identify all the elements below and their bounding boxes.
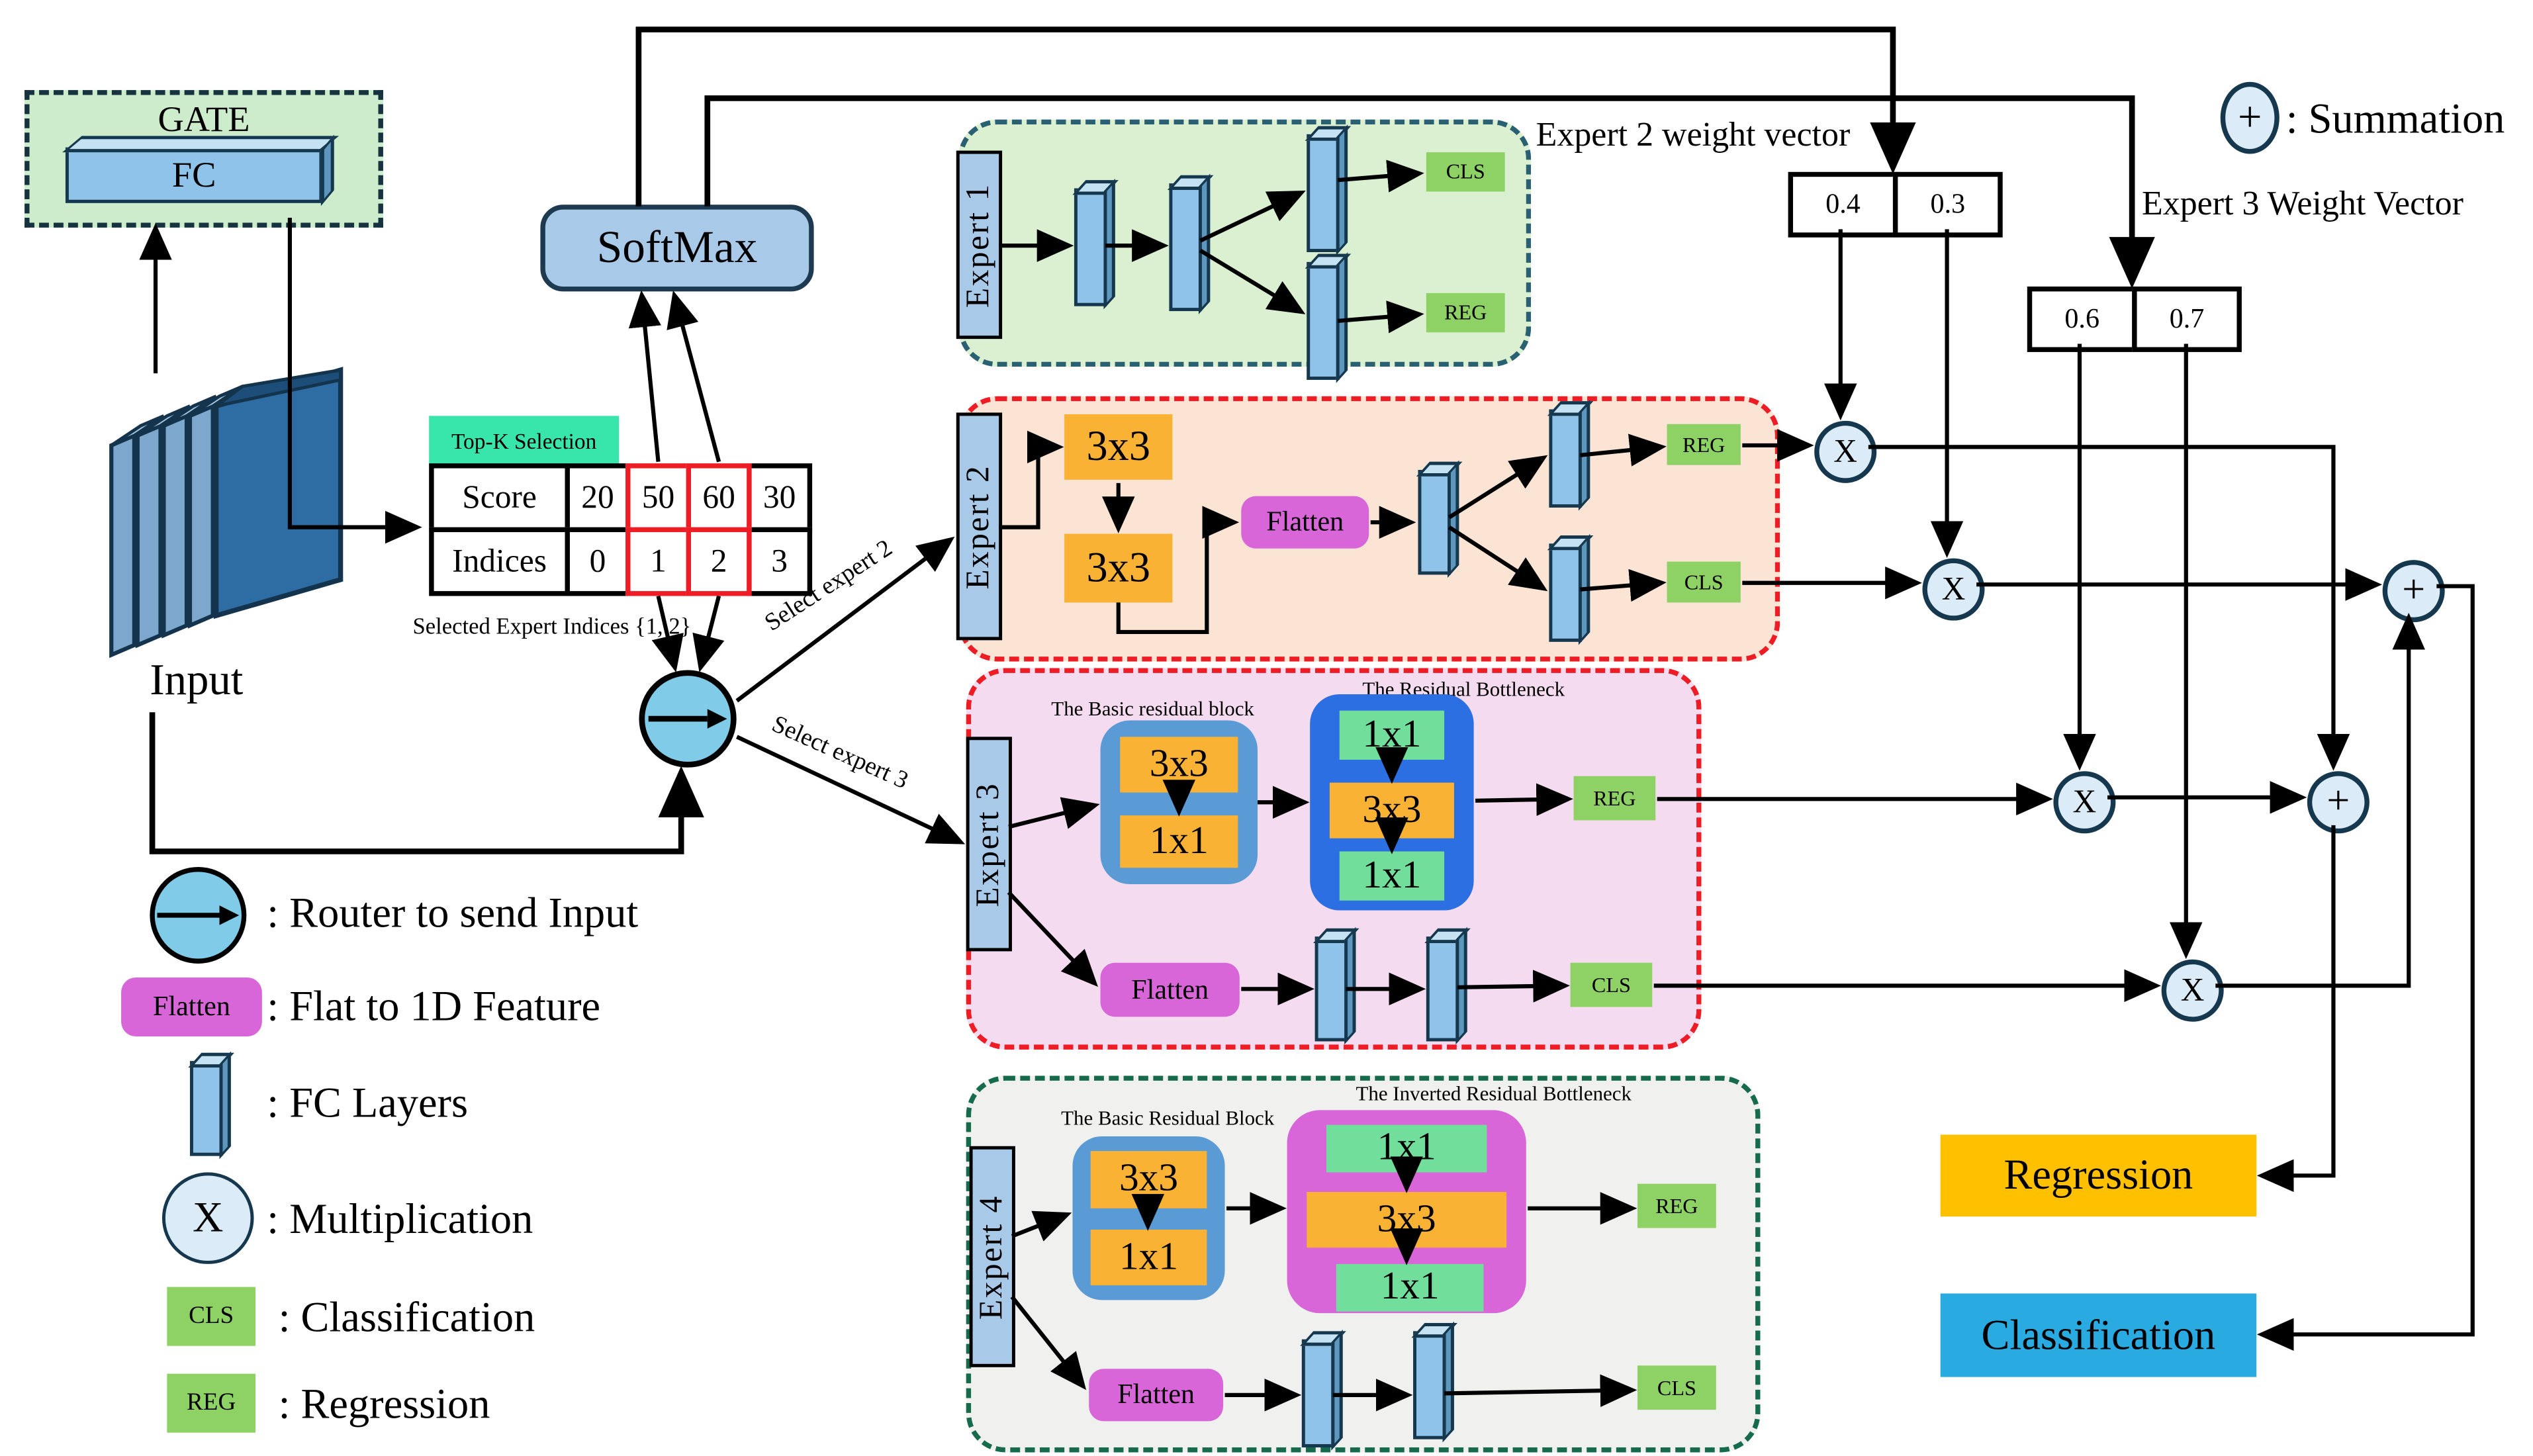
expert1-cls-box: CLS (1426, 152, 1505, 192)
multiplication-legend-text: : Multiplication (267, 1195, 533, 1243)
expert3-bottleneck-conv: 1x1 (1339, 851, 1445, 901)
expert4-name: Expert 4 (969, 1146, 1015, 1367)
expert4-bottleneck-conv: 1x1 (1336, 1263, 1484, 1312)
classification-output-box: Classification (1940, 1293, 2257, 1377)
sum-node-classification: + (2382, 560, 2445, 623)
topk-index-cell: 0 (565, 527, 631, 596)
flatten-legend-icon: Flatten (121, 977, 262, 1037)
expert1-fc-layer (1074, 188, 1107, 306)
expert2-name: Expert 2 (956, 412, 1003, 641)
expert3-basic-conv: 1x1 (1120, 815, 1238, 868)
topk-index-cell-selected: 1 (625, 527, 692, 596)
topk-score-cell-selected: 50 (625, 463, 692, 533)
expert4-fc-layer (1413, 1331, 1446, 1439)
softmax-label: SoftMax (596, 222, 758, 273)
expert4-reg-box: REG (1637, 1183, 1716, 1228)
expert3-bottleneck-conv: 3x3 (1329, 782, 1454, 839)
expert3-flatten-box: Flatten (1100, 962, 1240, 1017)
router-node (639, 670, 737, 768)
expert2-cls-box: CLS (1667, 561, 1741, 603)
selected-indices-note: Selected Expert Indices {1, 2} (412, 615, 692, 641)
expert4-bottleneck-conv: 1x1 (1326, 1124, 1487, 1173)
sum-node-regression: + (2307, 771, 2370, 834)
topk-index-cell: 3 (747, 527, 813, 596)
expert4-cls-box: CLS (1637, 1365, 1716, 1410)
expert3-fc-layer (1314, 936, 1348, 1042)
classification-legend-text: : Classification (278, 1293, 535, 1342)
expert1-name: Expert 1 (956, 150, 1003, 340)
topk-score-cell: 20 (565, 463, 631, 533)
topk-row-label: Indices (429, 527, 570, 596)
expert4-bottleneck-conv: 3x3 (1307, 1192, 1507, 1248)
expert4-fc-layer (1301, 1339, 1335, 1448)
gate-title: GATE (158, 98, 250, 140)
flatten-legend-text: : Flat to 1D Feature (267, 982, 601, 1030)
topk-header: Top-K Selection (429, 416, 620, 467)
fc-legend-text: : FC Layers (267, 1079, 468, 1127)
router-legend-text: : Router to send Input (267, 889, 639, 937)
expert2-fc-layer (1549, 409, 1582, 508)
expert4-bottleneck-title: The Inverted Residual Bottleneck (1356, 1082, 1632, 1105)
expert2-flatten-box: Flatten (1241, 496, 1369, 549)
topk-index-cell-selected: 2 (686, 527, 752, 596)
fc-legend-icon (189, 1061, 223, 1156)
softmax-box: SoftMax (540, 205, 814, 292)
expert2-weight-cell: 0.3 (1892, 171, 2003, 238)
expert3-fc-layer (1426, 936, 1459, 1042)
expert4-basic-conv: 1x1 (1090, 1229, 1207, 1286)
expert1-reg-box: REG (1426, 293, 1505, 333)
expert3-weight-cell: 0.6 (2027, 286, 2137, 352)
expert3-weight-cell: 0.7 (2132, 286, 2242, 352)
regression-output-box: Regression (1940, 1134, 2257, 1217)
expert3-basic-conv: 3x3 (1120, 737, 1238, 793)
expert3-reg-box: REG (1573, 776, 1656, 821)
multiply-node-expert3-reg: X (2053, 771, 2116, 834)
expert2-weight-vector-label: Expert 2 weight vector (1536, 114, 1851, 154)
regression-legend-text: : Regression (278, 1380, 490, 1428)
multiply-node-expert3-cls: X (2161, 959, 2224, 1022)
expert1-fc-layer (1169, 183, 1202, 312)
expert3-weight-vector-label: Expert 3 Weight Vector (2141, 183, 2464, 223)
expert1-fc-layer (1307, 261, 1340, 380)
summation-legend-text: : Summation (2285, 95, 2505, 143)
topk-score-cell: 30 (747, 463, 813, 533)
topk-score-cell-selected: 60 (686, 463, 752, 533)
expert3-name: Expert 3 (966, 737, 1012, 952)
multiply-node-expert2-reg: X (1814, 420, 1877, 483)
router-legend-icon (150, 866, 247, 964)
multiplication-legend-icon: X (161, 1172, 254, 1264)
select-expert3-label: Select expert 3 (767, 711, 912, 796)
expert2-conv-3x3: 3x3 (1064, 533, 1173, 603)
input-stack (109, 367, 344, 659)
expert2-reg-box: REG (1667, 424, 1741, 465)
expert2-weight-cell: 0.4 (1788, 171, 1898, 238)
expert3-basic-title: The Basic residual block (1051, 697, 1254, 721)
gate-fc-layer: FC (65, 147, 323, 203)
multiply-node-expert2-cls: X (1922, 558, 1985, 621)
expert1-fc-layer (1307, 134, 1340, 252)
summation-legend-icon: + (2220, 81, 2280, 154)
expert2-conv-3x3: 3x3 (1064, 414, 1173, 480)
expert4-basic-conv: 3x3 (1090, 1151, 1207, 1208)
input-label: Input (150, 655, 244, 704)
topk-row-label: Score (429, 463, 570, 533)
expert3-bottleneck-conv: 1x1 (1339, 710, 1445, 760)
gate-fc-label: FC (171, 154, 216, 195)
reg-legend-icon: REG (167, 1373, 255, 1433)
expert2-fc-layer (1549, 543, 1582, 642)
cls-legend-icon: CLS (167, 1287, 255, 1346)
expert4-flatten-box: Flatten (1089, 1369, 1224, 1422)
expert4-basic-title: The Basic Residual Block (1061, 1107, 1275, 1130)
expert2-fc-layer (1418, 470, 1451, 575)
expert3-cls-box: CLS (1570, 962, 1653, 1007)
